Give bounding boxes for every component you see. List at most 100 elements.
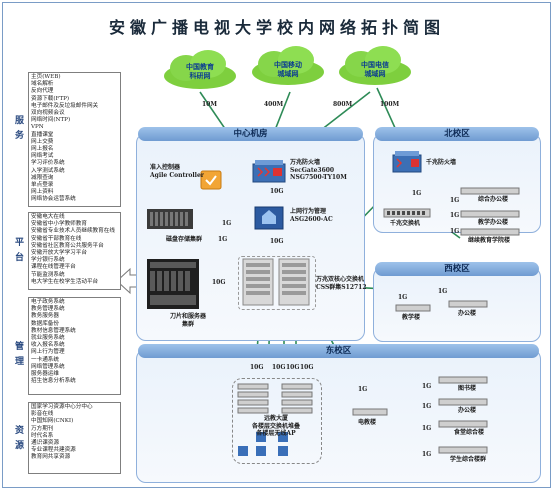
service-item: 主页(WEB) (31, 74, 61, 80)
switch-icon (438, 398, 488, 406)
service-item: 电大学生在校学生活动平台 (31, 278, 99, 285)
firewall-label: 万兆防火墙 SecGate3600 NSG7500-TY10M (290, 159, 347, 181)
service-item: 影音在线 (31, 411, 54, 418)
link-speed: 1G (422, 403, 432, 410)
service-item: 网络协会运营系统 (31, 196, 76, 203)
zone-east-title: 东校区 (138, 344, 539, 358)
service-item: 课程在线管理平台 (31, 264, 76, 271)
page-title: 安徽广播电视大学校内网络拓扑简图 (108, 18, 445, 37)
link-speed: 100M (380, 101, 400, 108)
switch-icon (460, 210, 520, 218)
service-item: 入学测试系统 (31, 167, 65, 174)
cloud-label-cernet: 中国教育科研网 (186, 62, 214, 80)
link-speed: 1G (218, 236, 228, 243)
zone-north-title: 北校区 (375, 127, 539, 141)
link-speed: 1G (450, 212, 460, 219)
service-category-label: 资源 (13, 425, 23, 455)
service-item: 一卡通系统 (31, 356, 59, 363)
service-category-label: 管理 (13, 341, 23, 371)
storage-label: 磁盘存储集群 (166, 236, 203, 243)
link-speed: 800M (333, 101, 353, 108)
building-label: 电教楼 (358, 419, 377, 426)
service-item: 收入报名系统 (31, 342, 65, 349)
service-list: 安徽电大在线 安徽省中小学教师教育 安徽省专业技术人员继续教育在线 安徽省干部教… (28, 212, 121, 290)
zone-center-title: 中心机房 (138, 127, 363, 141)
link-speed: 10G (286, 364, 300, 371)
service-item: 减限查询 (31, 174, 54, 181)
service-item: 招生信息分析系统 (31, 378, 76, 385)
link-speed: 1G (438, 288, 448, 295)
link-speed: 1G (222, 220, 232, 227)
switch-icon (383, 208, 431, 218)
service-item: 安徽电大在线 (31, 214, 65, 220)
service-item: 电子邮件及反垃圾邮件网关 (31, 102, 99, 109)
switch-icon (460, 228, 520, 236)
building-label: 继续教育学院楼 (468, 237, 511, 244)
link-speed: 10G (300, 364, 314, 371)
service-item: 国家学习资源中心分中心 (31, 404, 93, 410)
access-cluster (232, 378, 322, 464)
service-item: 通识课资源 (31, 440, 59, 447)
service-item: 教材信息管理系统 (31, 327, 76, 334)
building-label: 教学楼 (402, 314, 421, 321)
zone-east (136, 349, 541, 483)
building-label: 食堂综合楼 (454, 429, 485, 436)
link-speed: 10G (250, 364, 264, 371)
link-speed: 10G (272, 364, 286, 371)
building-label: 办公楼 (458, 407, 477, 414)
service-item: 服务器运维 (31, 371, 59, 378)
service-item: 教育网共享资源 (31, 454, 71, 461)
switch-icon (438, 446, 488, 454)
north-switch-label: 千兆交换机 (390, 220, 421, 227)
service-item: 节能监测系统 (31, 271, 65, 278)
service-item: 数据库备份 (31, 320, 59, 327)
cloud-icon (339, 46, 411, 85)
service-list: 主页(WEB) 域名解析 反向代理 资源下载(FTP) 电子邮件及反垃圾邮件网关… (28, 72, 121, 207)
service-item: 反向代理 (31, 88, 54, 95)
service-list: 电子政务系统 教务管理系统 教务服务器 数据库备份 教材信息管理系统 就业服务系… (28, 297, 121, 395)
access-label: 远教大厦 各楼层交换机堆叠 各楼层无线AP (252, 415, 301, 437)
cloud-icon (164, 50, 236, 89)
link-speed: 1G (398, 294, 408, 301)
service-category-label: 服务 (13, 115, 23, 145)
service-item: 网上行为管理 (31, 349, 65, 356)
service-item: 网络管理系统 (31, 363, 65, 370)
service-item: 安徽省中小学教师教育 (31, 221, 87, 228)
core-switch-icon (242, 258, 274, 306)
core-switch-icon (278, 258, 310, 306)
service-item: 时代名系 (31, 432, 54, 439)
link-speed: 10G (270, 188, 284, 195)
service-item: 中国知网(CNKI) (31, 418, 74, 425)
cloud-label-mobile: 中国移动城域网 (274, 60, 302, 78)
service-item: 网络考试 (31, 153, 54, 160)
building-label: 学生综合楼群 (450, 456, 487, 463)
switch-icon (352, 408, 388, 416)
service-item: 电子政务系统 (31, 299, 65, 305)
service-item: 学习评价系统 (31, 160, 65, 167)
cloud-label-telecom: 中国电信城域网 (361, 60, 389, 78)
link-speed: 1G (358, 386, 368, 393)
link-speed: 10M (202, 101, 217, 108)
link-speed: 1G (450, 197, 460, 204)
service-item: 域名解析 (31, 81, 54, 88)
building-label: 办公楼 (458, 310, 477, 317)
link-speed: 1G (450, 228, 460, 235)
service-item: 双向视频会议 (31, 110, 65, 117)
service-list: 国家学习资源中心分中心 影音在线 中国知网(CNKI) 万方期刊 时代名系 通识… (28, 402, 121, 474)
blade-server-icon (147, 259, 199, 309)
service-item: 直播课堂 (31, 131, 54, 138)
service-item: 专业课程共建资源 (31, 447, 76, 454)
controller-label: 准入控制器 Agile Controller (150, 164, 204, 179)
service-item: 就业服务系统 (31, 335, 65, 342)
service-item: 网上交费 (31, 138, 54, 145)
service-item: 网上报名 (31, 146, 54, 153)
link-speed: 1G (422, 425, 432, 432)
cloud-icon (252, 46, 324, 85)
link-speed: 1G (412, 190, 422, 197)
link-speed: 1G (422, 383, 432, 390)
switch-icon (460, 187, 520, 195)
service-category-label: 平台 (13, 237, 23, 267)
link-speed: 1G (422, 451, 432, 458)
core-cluster (238, 256, 316, 310)
link-speed: 10G (212, 279, 226, 286)
